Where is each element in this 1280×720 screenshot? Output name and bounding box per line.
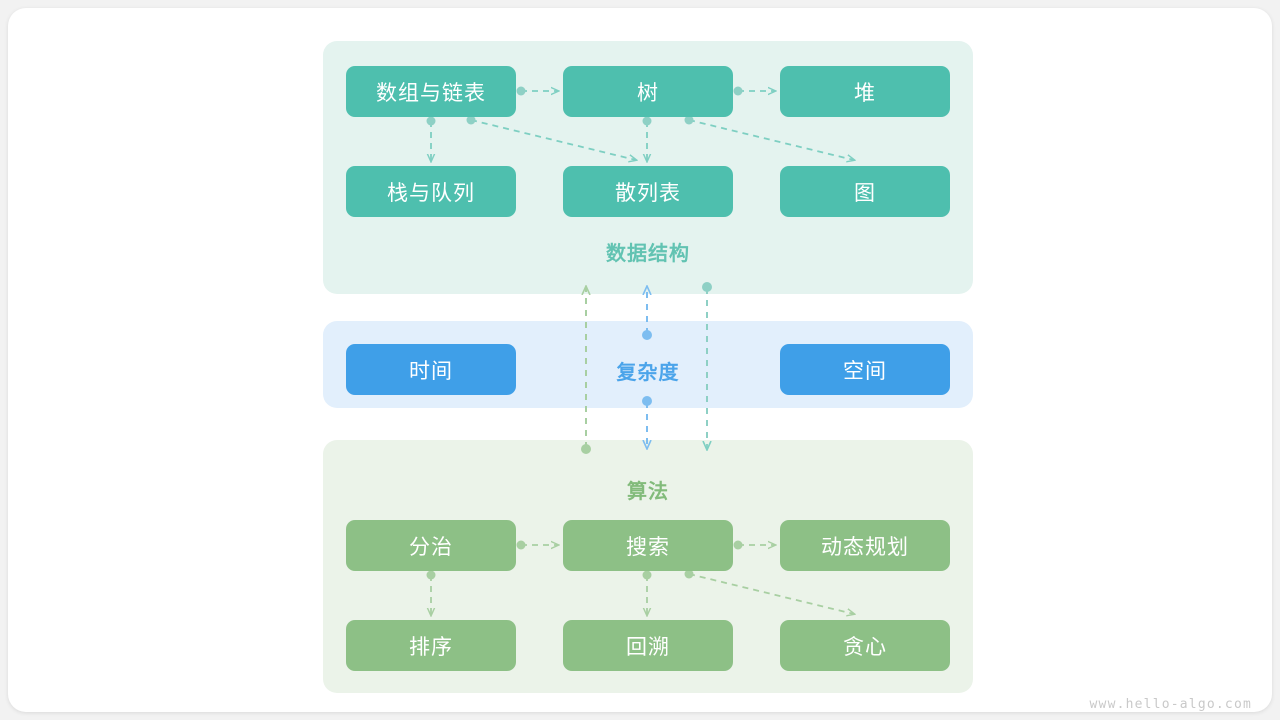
node-backtracking[interactable]: 回溯 xyxy=(563,620,733,671)
node-tree[interactable]: 树 xyxy=(563,66,733,117)
node-heap[interactable]: 堆 xyxy=(780,66,950,117)
site-watermark: www.hello-algo.com xyxy=(1089,697,1252,712)
section-title-data-structure: 数据结构 xyxy=(606,243,690,265)
node-graph[interactable]: 图 xyxy=(780,166,950,217)
node-stack-and-queue[interactable]: 栈与队列 xyxy=(346,166,516,217)
node-searching[interactable]: 搜索 xyxy=(563,520,733,571)
node-array-and-linked-list[interactable]: 数组与链表 xyxy=(346,66,516,117)
diagram-card: 数组与链表 树 堆 栈与队列 散列表 图 数据结构 时间 空间 复杂度 分治 搜… xyxy=(8,8,1272,712)
node-divide-and-conquer[interactable]: 分治 xyxy=(346,520,516,571)
node-dynamic-programming[interactable]: 动态规划 xyxy=(780,520,950,571)
section-title-algorithm: 算法 xyxy=(627,481,669,503)
diagram-stage: 数组与链表 树 堆 栈与队列 散列表 图 数据结构 时间 空间 复杂度 分治 搜… xyxy=(8,8,1272,712)
node-sorting[interactable]: 排序 xyxy=(346,620,516,671)
section-title-complexity: 复杂度 xyxy=(616,362,680,384)
node-space-complexity[interactable]: 空间 xyxy=(780,344,950,395)
node-time-complexity[interactable]: 时间 xyxy=(346,344,516,395)
node-greedy[interactable]: 贪心 xyxy=(780,620,950,671)
node-hash-table[interactable]: 散列表 xyxy=(563,166,733,217)
